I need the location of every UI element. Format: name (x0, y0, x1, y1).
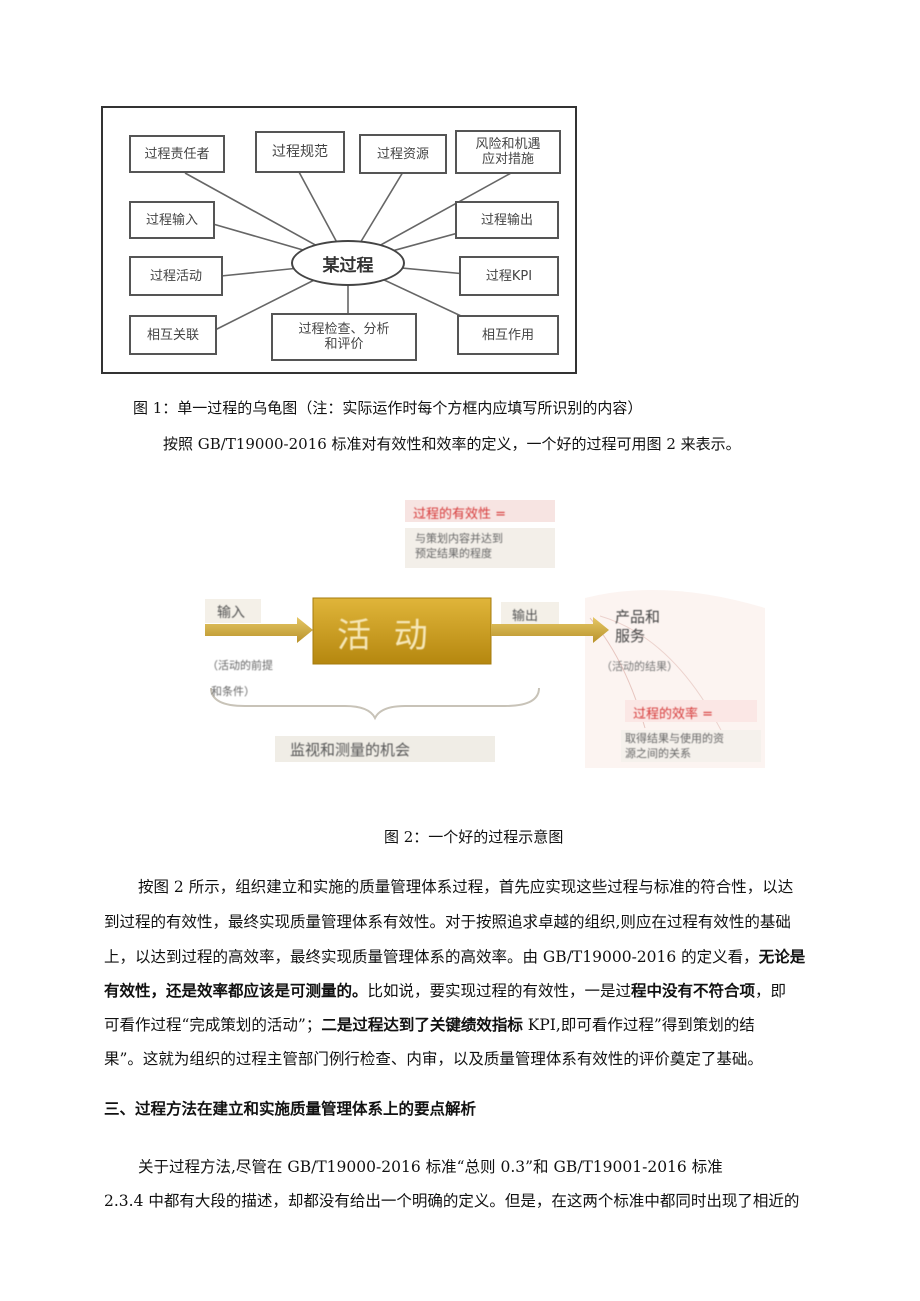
box-label: 风险和机遇 应对措施 (475, 137, 541, 167)
bold-run: 有效性，还是效率都应该是可测量的。 (104, 981, 368, 1000)
paragraph-1-line-4: 有效性，还是效率都应该是可测量的。比如说，要实现过程的有效性，一是过程中没有不符… (104, 976, 786, 1006)
box-mutual-relation: 相互关联 (129, 315, 217, 355)
paragraph-2-line-2: 2.3.4 中都有大段的描述，却都没有给出一个明确的定义。但是，在这两个标准中都… (104, 1192, 800, 1210)
activity-label: 活 动 (337, 616, 434, 656)
box-label: 相互关联 (146, 327, 199, 343)
box-process-check-analysis: 过程检查、分析 和评价 (271, 313, 417, 361)
text-run: 可看作过程“完成策划的活动”； (104, 1016, 322, 1034)
effectiveness-desc-line: 预定结果的程度 (415, 547, 492, 560)
paragraph-1-line-6: 果”。这就为组织的过程主管部门例行检查、内审，以及质量管理体系有效性的评价奠定了… (104, 1050, 763, 1068)
paragraph-2-line-1: 关于过程方法,尽管在 GB/T19000-2016 标准“总则 0.3”和 GB… (138, 1158, 723, 1176)
product-line: 产品和 (615, 608, 661, 626)
output-label: 输出 (512, 609, 539, 624)
product-line: 服务 (615, 627, 646, 645)
input-desc: （活动的前提 和条件） (207, 653, 273, 705)
input-label: 输入 (217, 605, 245, 621)
box-process-responsible: 过程责任者 (129, 135, 225, 173)
text-run: ，即 (755, 982, 787, 1000)
figure-1-turtle-diagram: 过程责任者 过程规范 过程资源 风险和机遇 应对措施 过程输入 过程输出 过程活… (101, 106, 577, 374)
box-label: 过程责任者 (144, 146, 210, 162)
box-label: 过程资源 (376, 146, 429, 162)
product-desc: （活动的结果） (601, 660, 678, 673)
paragraph-1-line-2: 到过程的有效性，最终实现质量管理体系有效性。对于按照追求卓越的组织,则应在过程有… (104, 913, 791, 931)
input-desc-line: 和条件） (211, 685, 255, 698)
effectiveness-desc-line: 与策划内容并达到 (415, 532, 503, 545)
monitor-label: 监视和测量的机会 (290, 741, 411, 759)
box-label: 过程KPI (485, 268, 533, 284)
center-label: 某过程 (322, 255, 374, 276)
box-label: 过程输出 (480, 212, 533, 228)
bold-run: 无论是 (758, 947, 806, 966)
input-desc-line: （活动的前提 (207, 659, 273, 672)
effectiveness-desc: 与策划内容并达到 预定结果的程度 (415, 531, 503, 561)
figure-2-good-process: 过程的有效性 = 与策划内容并达到 预定结果的程度 输入 （活动的前提 和条件）… (205, 498, 765, 768)
text-run: KPI,即可看作过程”得到策划的结 (522, 1016, 755, 1034)
box-label: 过程输入 (145, 212, 198, 228)
box-label: 过程检查、分析 和评价 (298, 322, 390, 352)
text-run: 上，以达到过程的高效率，最终实现质量管理体系的高效率。由 GB/T19000-2… (104, 948, 759, 966)
box-process-activity: 过程活动 (129, 256, 223, 296)
efficiency-title: 过程的效率 = (633, 707, 714, 722)
paragraph-1-line-5: 可看作过程“完成策划的活动”；二是过程达到了关键绩效指标 KPI,即可看作过程”… (104, 1010, 755, 1040)
box-process-kpi: 过程KPI (459, 256, 559, 296)
effectiveness-title: 过程的有效性 = (413, 507, 507, 522)
box-process-norms: 过程规范 (255, 131, 345, 173)
center-process-ellipse: 某过程 (291, 240, 405, 286)
box-mutual-interaction: 相互作用 (457, 315, 559, 355)
efficiency-desc-line: 取得结果与使用的资 (625, 732, 724, 745)
box-label: 相互作用 (481, 327, 534, 343)
figure-2-graphics (205, 500, 765, 768)
paragraph-1-line-3: 上，以达到过程的高效率，最终实现质量管理体系的高效率。由 GB/T19000-2… (104, 942, 805, 972)
intro-line: 按照 GB/T19000-2016 标准对有效性和效率的定义，一个好的过程可用图… (163, 435, 741, 453)
box-label: 过程活动 (149, 268, 202, 284)
text-run: 比如说，要实现过程的有效性，一是过 (367, 982, 632, 1000)
figure-2-caption: 图 2：一个好的过程示意图 (384, 828, 564, 846)
efficiency-desc: 取得结果与使用的资 源之间的关系 (625, 731, 724, 761)
box-process-output: 过程输出 (455, 201, 559, 239)
section-heading: 三、过程方法在建立和实施质量管理体系上的要点解析 (104, 1099, 477, 1118)
box-process-resources: 过程资源 (359, 134, 447, 174)
paragraph-1-line-1: 按图 2 所示，组织建立和实施的质量管理体系过程，首先应实现这些过程与标准的符合… (138, 878, 794, 896)
box-risk-opportunity: 风险和机遇 应对措施 (455, 130, 561, 174)
bold-run: 二是过程达到了关键绩效指标 (321, 1015, 523, 1034)
bold-run: 程中没有不符合项 (631, 981, 756, 1000)
box-label: 过程规范 (272, 143, 328, 160)
box-process-input: 过程输入 (129, 201, 215, 239)
figure-1-caption: 图 1：单一过程的乌龟图（注：实际运作时每个方框内应填写所识别的内容） (133, 399, 643, 417)
efficiency-desc-line: 源之间的关系 (625, 747, 691, 760)
product-service: 产品和 服务 (615, 608, 660, 646)
